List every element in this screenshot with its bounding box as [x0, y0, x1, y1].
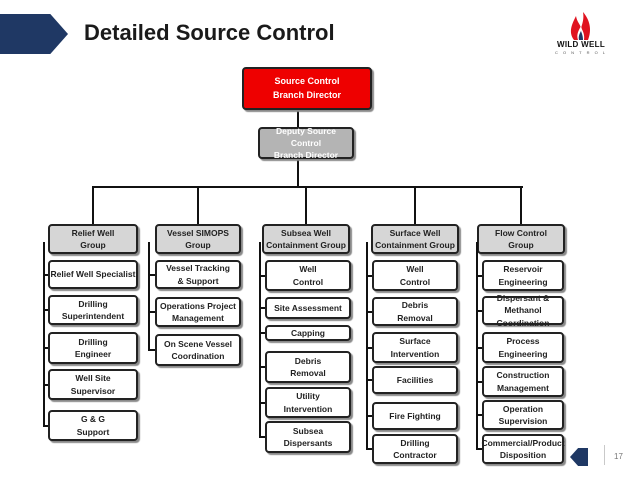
connector-item-1-1: [43, 273, 48, 276]
role-box-on-scene-vessel-coordination: On Scene Vessel Coordination: [155, 334, 241, 366]
role-box-operation-supervision: Operation Supervision: [482, 400, 564, 430]
connector-group-spine-3: [259, 242, 261, 437]
role-box-well-control: Well Control: [265, 260, 351, 291]
role-box-debris-removal: Debris Removal: [372, 297, 458, 326]
role-box-fire-fighting: Fire Fighting: [372, 402, 458, 430]
connector-director-deputy: [297, 110, 299, 128]
connector-item-5-3: [476, 346, 482, 349]
connector-item-3-2: [259, 307, 265, 309]
role-box-relief-well-specialist: Relief Well Specialist: [48, 260, 138, 289]
connector-bus-group-5: [520, 186, 522, 225]
connector-bus-group-1: [92, 186, 94, 225]
group-header-subsea-well-containment-group: Subsea Well Containment Group: [262, 224, 350, 254]
logo-subtitle: C O N T R O L: [554, 50, 608, 55]
role-box-reservoir-engineering: Reservoir Engineering: [482, 260, 564, 291]
connector-item-5-1: [476, 274, 482, 277]
role-box-drilling-superintendent: Drilling Superintendent: [48, 295, 138, 325]
role-box-subsea-dispersants: Subsea Dispersants: [265, 421, 351, 453]
connector-item-4-1: [366, 274, 372, 277]
role-box-drilling-contractor: Drilling Contractor: [372, 434, 458, 464]
role-box-vessel-tracking-support: Vessel Tracking & Support: [155, 260, 241, 289]
group-header-flow-control-group: Flow Control Group: [477, 224, 565, 254]
company-logo: WILD WELL C O N T R O L: [546, 10, 616, 60]
group-header-surface-well-containment-group: Surface Well Containment Group: [371, 224, 459, 254]
role-box-drilling-engineer: Drilling Engineer: [48, 332, 138, 364]
connector-item-3-3: [259, 332, 265, 334]
connector-item-1-5: [43, 424, 48, 427]
connector-item-3-6: [259, 436, 265, 438]
role-box-well-site-supervisor: Well Site Supervisor: [48, 369, 138, 400]
connector-item-4-6: [366, 448, 372, 450]
connector-item-2-2: [148, 311, 155, 313]
connector-group-spine-4: [366, 242, 368, 449]
connector-item-4-5: [366, 415, 372, 417]
connector-item-5-6: [476, 448, 482, 450]
connector-group-spine-5: [476, 242, 478, 449]
connector-item-1-4: [43, 383, 48, 386]
page-corner-mark: [570, 448, 588, 466]
group-header-relief-well-group: Relief Well Group: [48, 224, 138, 254]
connector-item-4-2: [366, 310, 372, 313]
role-box-utility-intervention: Utility Intervention: [265, 387, 351, 418]
role-box-capping: Capping: [265, 325, 351, 341]
role-box-g-g-support: G & G Support: [48, 410, 138, 441]
connector-item-2-1: [148, 273, 155, 276]
role-box-debris-removal: Debris Removal: [265, 351, 351, 383]
connector-item-5-5: [476, 414, 482, 416]
connector-item-4-4: [366, 379, 372, 381]
connector-item-4-3: [366, 346, 372, 349]
role-box-commercial-product-disposition: Commercial/Product Disposition: [481, 434, 565, 464]
connector-bus-group-4: [414, 186, 416, 225]
page-number: 17: [614, 452, 623, 461]
role-box-operations-project-management: Operations Project Management: [155, 297, 241, 327]
logo-wordmark: WILD WELL: [556, 40, 606, 49]
page-divider: [604, 445, 605, 465]
role-box-site-assessment: Site Assessment: [265, 297, 351, 319]
role-box-construction-management: Construction Management: [482, 366, 564, 397]
connector-item-2-3: [148, 349, 155, 351]
connector-item-3-4: [259, 366, 265, 368]
slide-title: Detailed Source Control: [84, 20, 335, 45]
connector-bus: [93, 186, 523, 188]
role-box-dispersant-methanol-coordination: Dispersant & Methanol Coordination: [482, 293, 564, 328]
connector-item-3-5: [259, 401, 265, 404]
role-box-surface-intervention: Surface Intervention: [372, 332, 458, 363]
connector-item-5-2: [476, 309, 482, 312]
connector-deputy-bus: [297, 159, 299, 187]
deputy-box: Deputy Source Control Branch Director: [258, 126, 354, 160]
connector-bus-group-2: [197, 186, 199, 225]
connector-group-spine-2: [148, 242, 150, 350]
role-box-process-engineering: Process Engineering: [482, 332, 564, 363]
connector-group-spine-1: [43, 242, 45, 426]
group-header-vessel-simops-group: Vessel SIMOPS Group: [155, 224, 241, 254]
connector-item-3-1: [259, 274, 265, 277]
connector-item-5-4: [476, 380, 482, 383]
role-box-facilities: Facilities: [372, 366, 458, 394]
connector-item-1-2: [43, 309, 48, 311]
role-box-well-control: Well Control: [372, 260, 458, 291]
connector-bus-group-3: [305, 186, 307, 225]
flame-logo-icon: [570, 12, 591, 40]
connector-item-1-3: [43, 347, 48, 349]
director-box: Source Control Branch Director: [242, 67, 372, 110]
title-banner-shape: [0, 14, 68, 54]
